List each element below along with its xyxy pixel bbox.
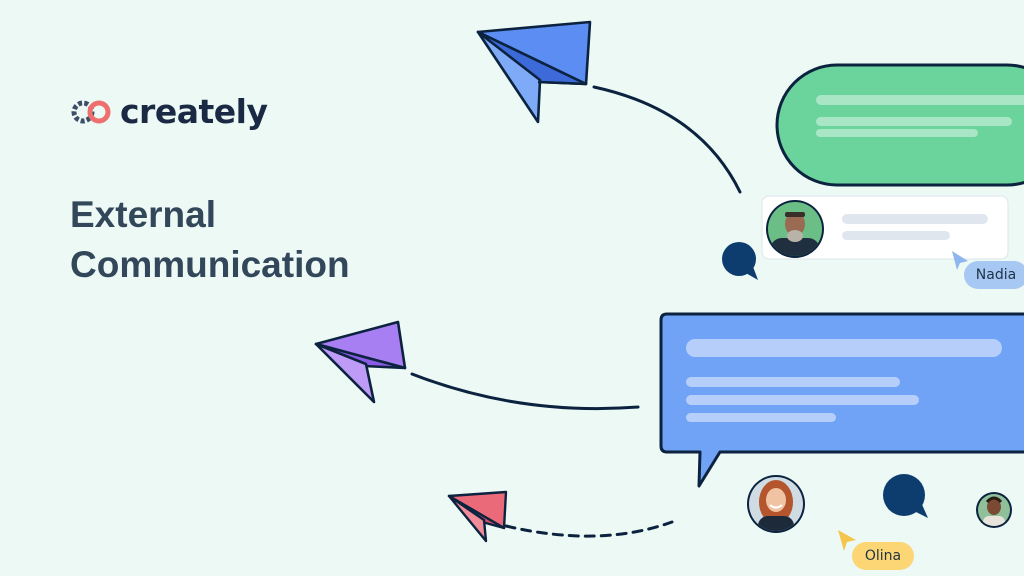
- paper-plane-icon: [314, 320, 407, 404]
- paper-plane-icon: [447, 490, 508, 543]
- chat-icon: [883, 474, 928, 518]
- avatar: [766, 200, 824, 258]
- connector-curve-bottom: [504, 520, 674, 538]
- page-title-line-1: External: [70, 194, 217, 235]
- connector-curve-middle: [410, 372, 640, 411]
- page-title-line-2: Communication: [70, 244, 350, 285]
- speech-bubble-icon: [775, 63, 1024, 187]
- speech-bubble-icon: [659, 312, 1024, 488]
- message-card: [761, 195, 1009, 260]
- user-tag-nadia: Nadia: [964, 261, 1024, 289]
- chat-icon: [722, 242, 758, 280]
- cursor-icon: [952, 251, 968, 270]
- user-tag-olina: Olina: [852, 542, 914, 570]
- connector-curve-top: [592, 85, 742, 194]
- page-title: External Communication: [70, 190, 350, 290]
- brand-name: creately: [120, 92, 268, 131]
- avatar: [976, 492, 1012, 528]
- creately-logo-icon: [71, 100, 111, 123]
- paper-plane-icon: [476, 20, 592, 124]
- avatar: [747, 475, 805, 533]
- brand-logo: creately: [70, 92, 268, 131]
- cursor-icon: [838, 530, 856, 551]
